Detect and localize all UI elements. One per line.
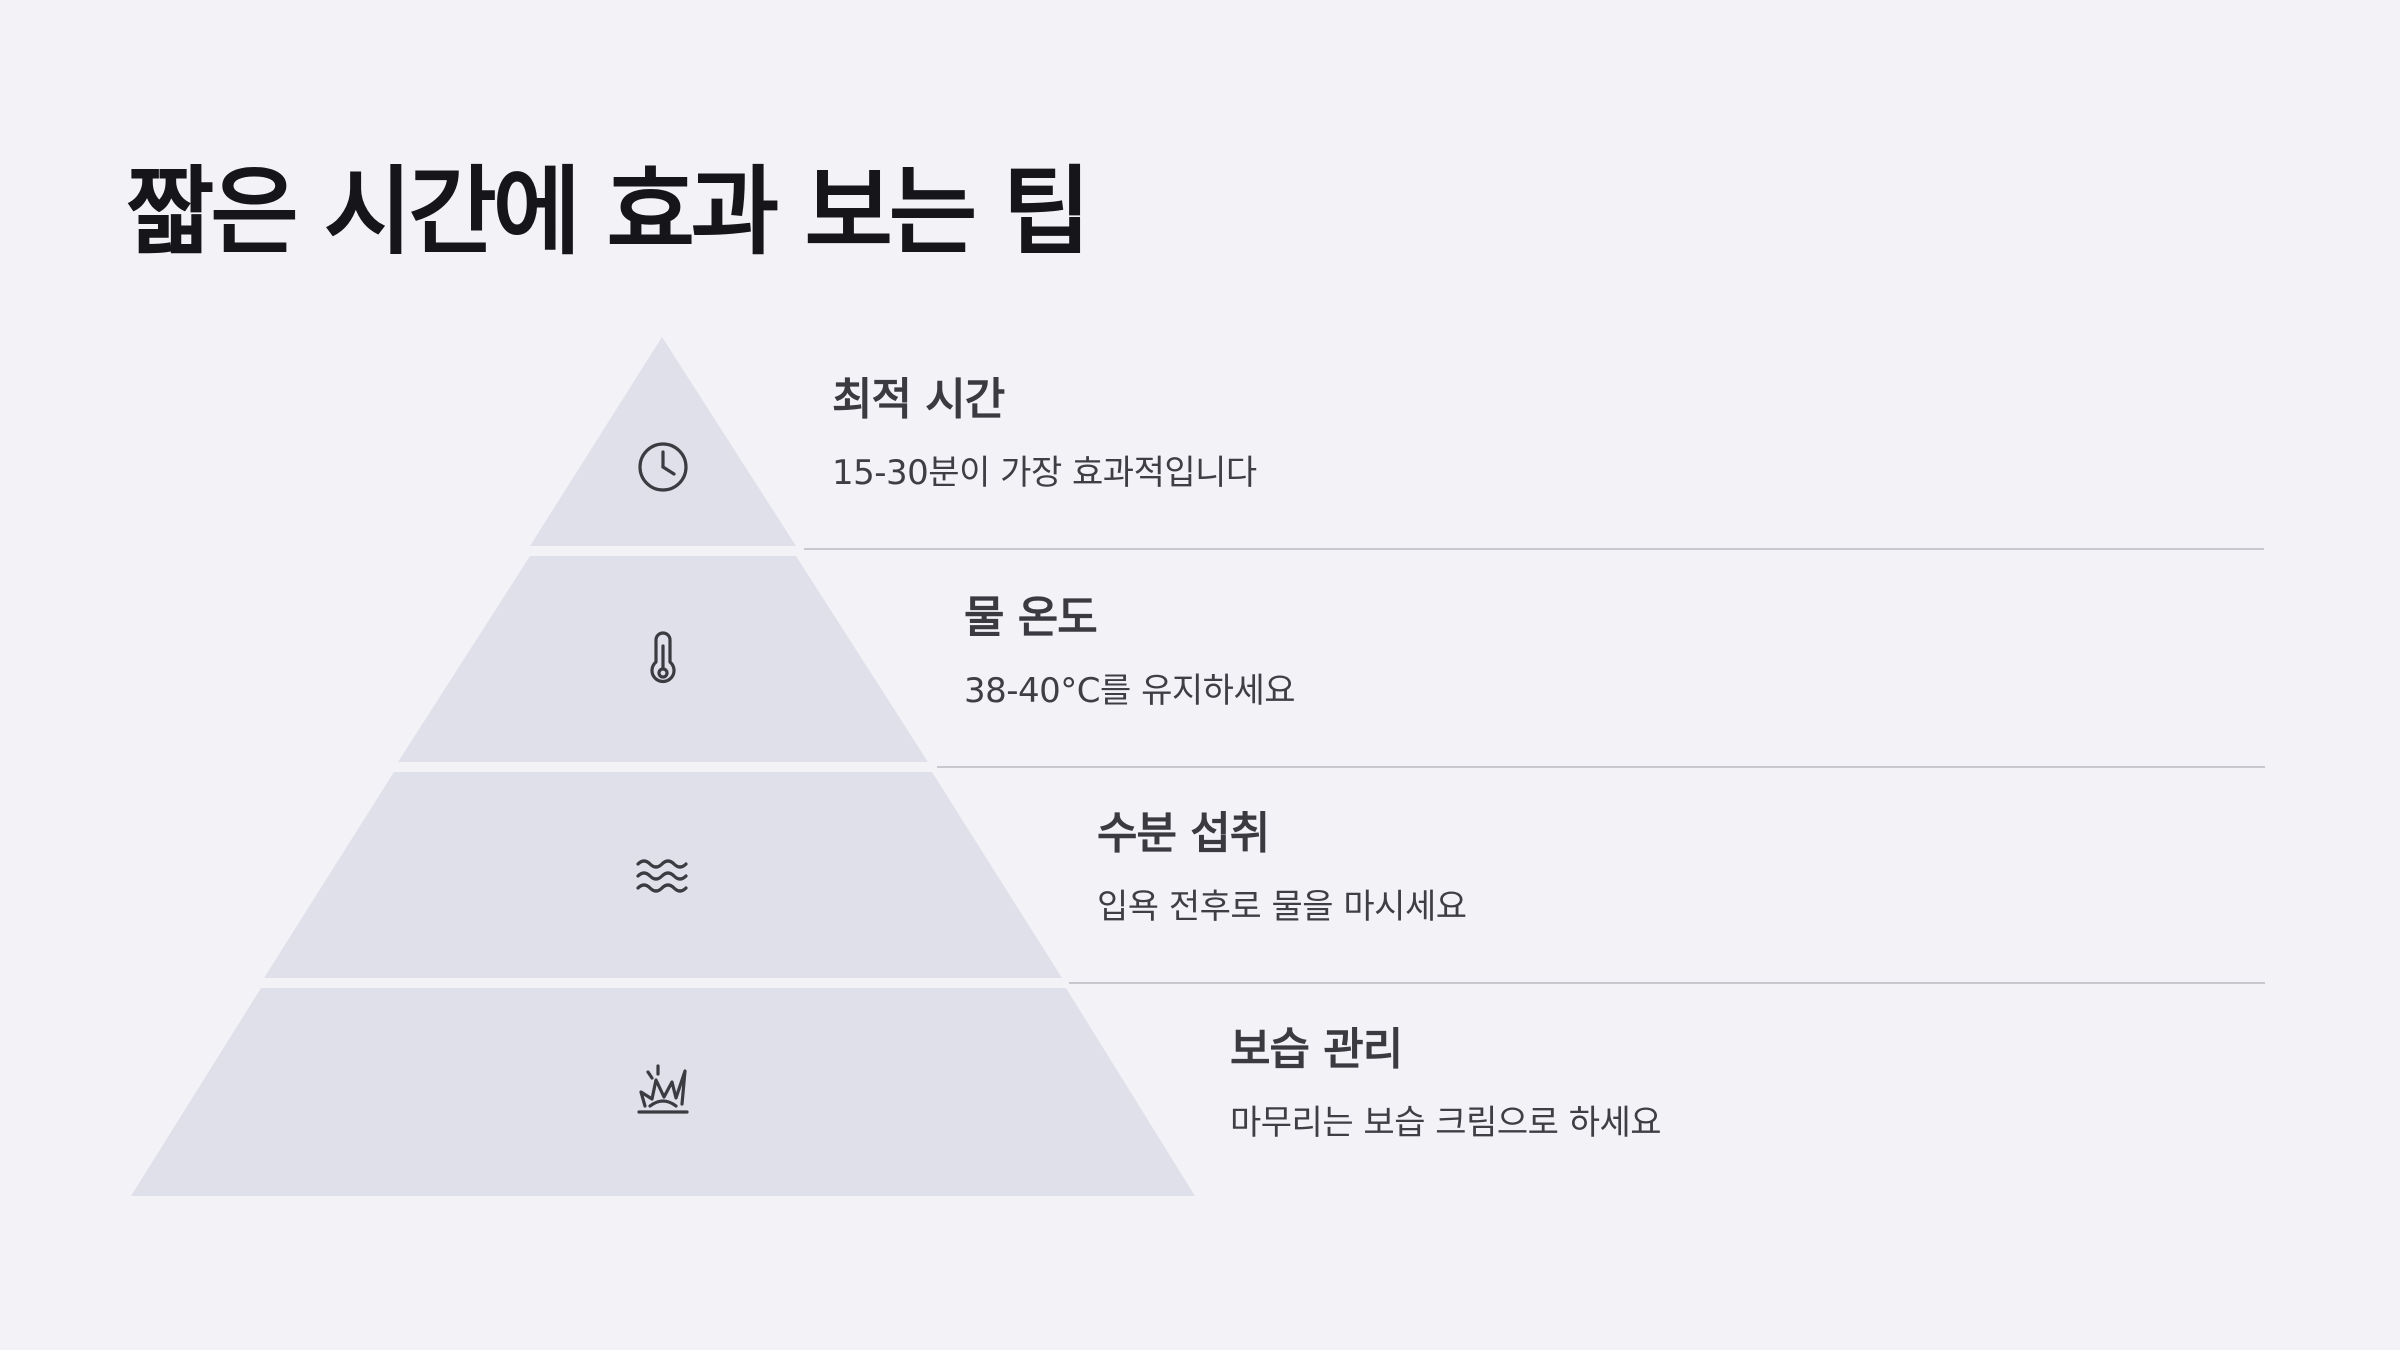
- water-waves-icon: [636, 859, 688, 893]
- tier-label-3: 수분 섭취 입욕 전후로 물을 마시세요: [1097, 806, 1467, 930]
- tier-label-1: 최적 시간 15-30분이 가장 효과적입니다: [832, 372, 1257, 496]
- tier-divider-2: [937, 766, 2265, 768]
- thermometer-icon: [650, 631, 676, 684]
- tier-description: 마무리는 보습 크림으로 하세요: [1230, 1103, 1662, 1143]
- tier-divider-3: [1069, 982, 2265, 984]
- tier-title: 보습 관리: [1230, 1024, 1403, 1075]
- tier-title: 물 온도: [964, 592, 1098, 643]
- tier-description: 15-30분이 가장 효과적입니다: [832, 453, 1257, 493]
- clock-icon: [638, 442, 688, 492]
- tier-label-2: 물 온도 38-40°C를 유지하세요: [964, 590, 1296, 714]
- tier-description: 38-40°C를 유지하세요: [964, 671, 1296, 711]
- pyramid-tier-1: [530, 337, 796, 546]
- splash-icon: [637, 1064, 689, 1114]
- tier-title: 수분 섭취: [1097, 808, 1270, 859]
- page-title: 짧은 시간에 효과 보는 팁: [126, 156, 1091, 268]
- tier-label-4: 보습 관리 마무리는 보습 크림으로 하세요: [1230, 1022, 1662, 1146]
- tier-divider-1: [804, 548, 2264, 550]
- tier-title: 최적 시간: [832, 374, 1005, 425]
- tier-description: 입욕 전후로 물을 마시세요: [1097, 887, 1467, 927]
